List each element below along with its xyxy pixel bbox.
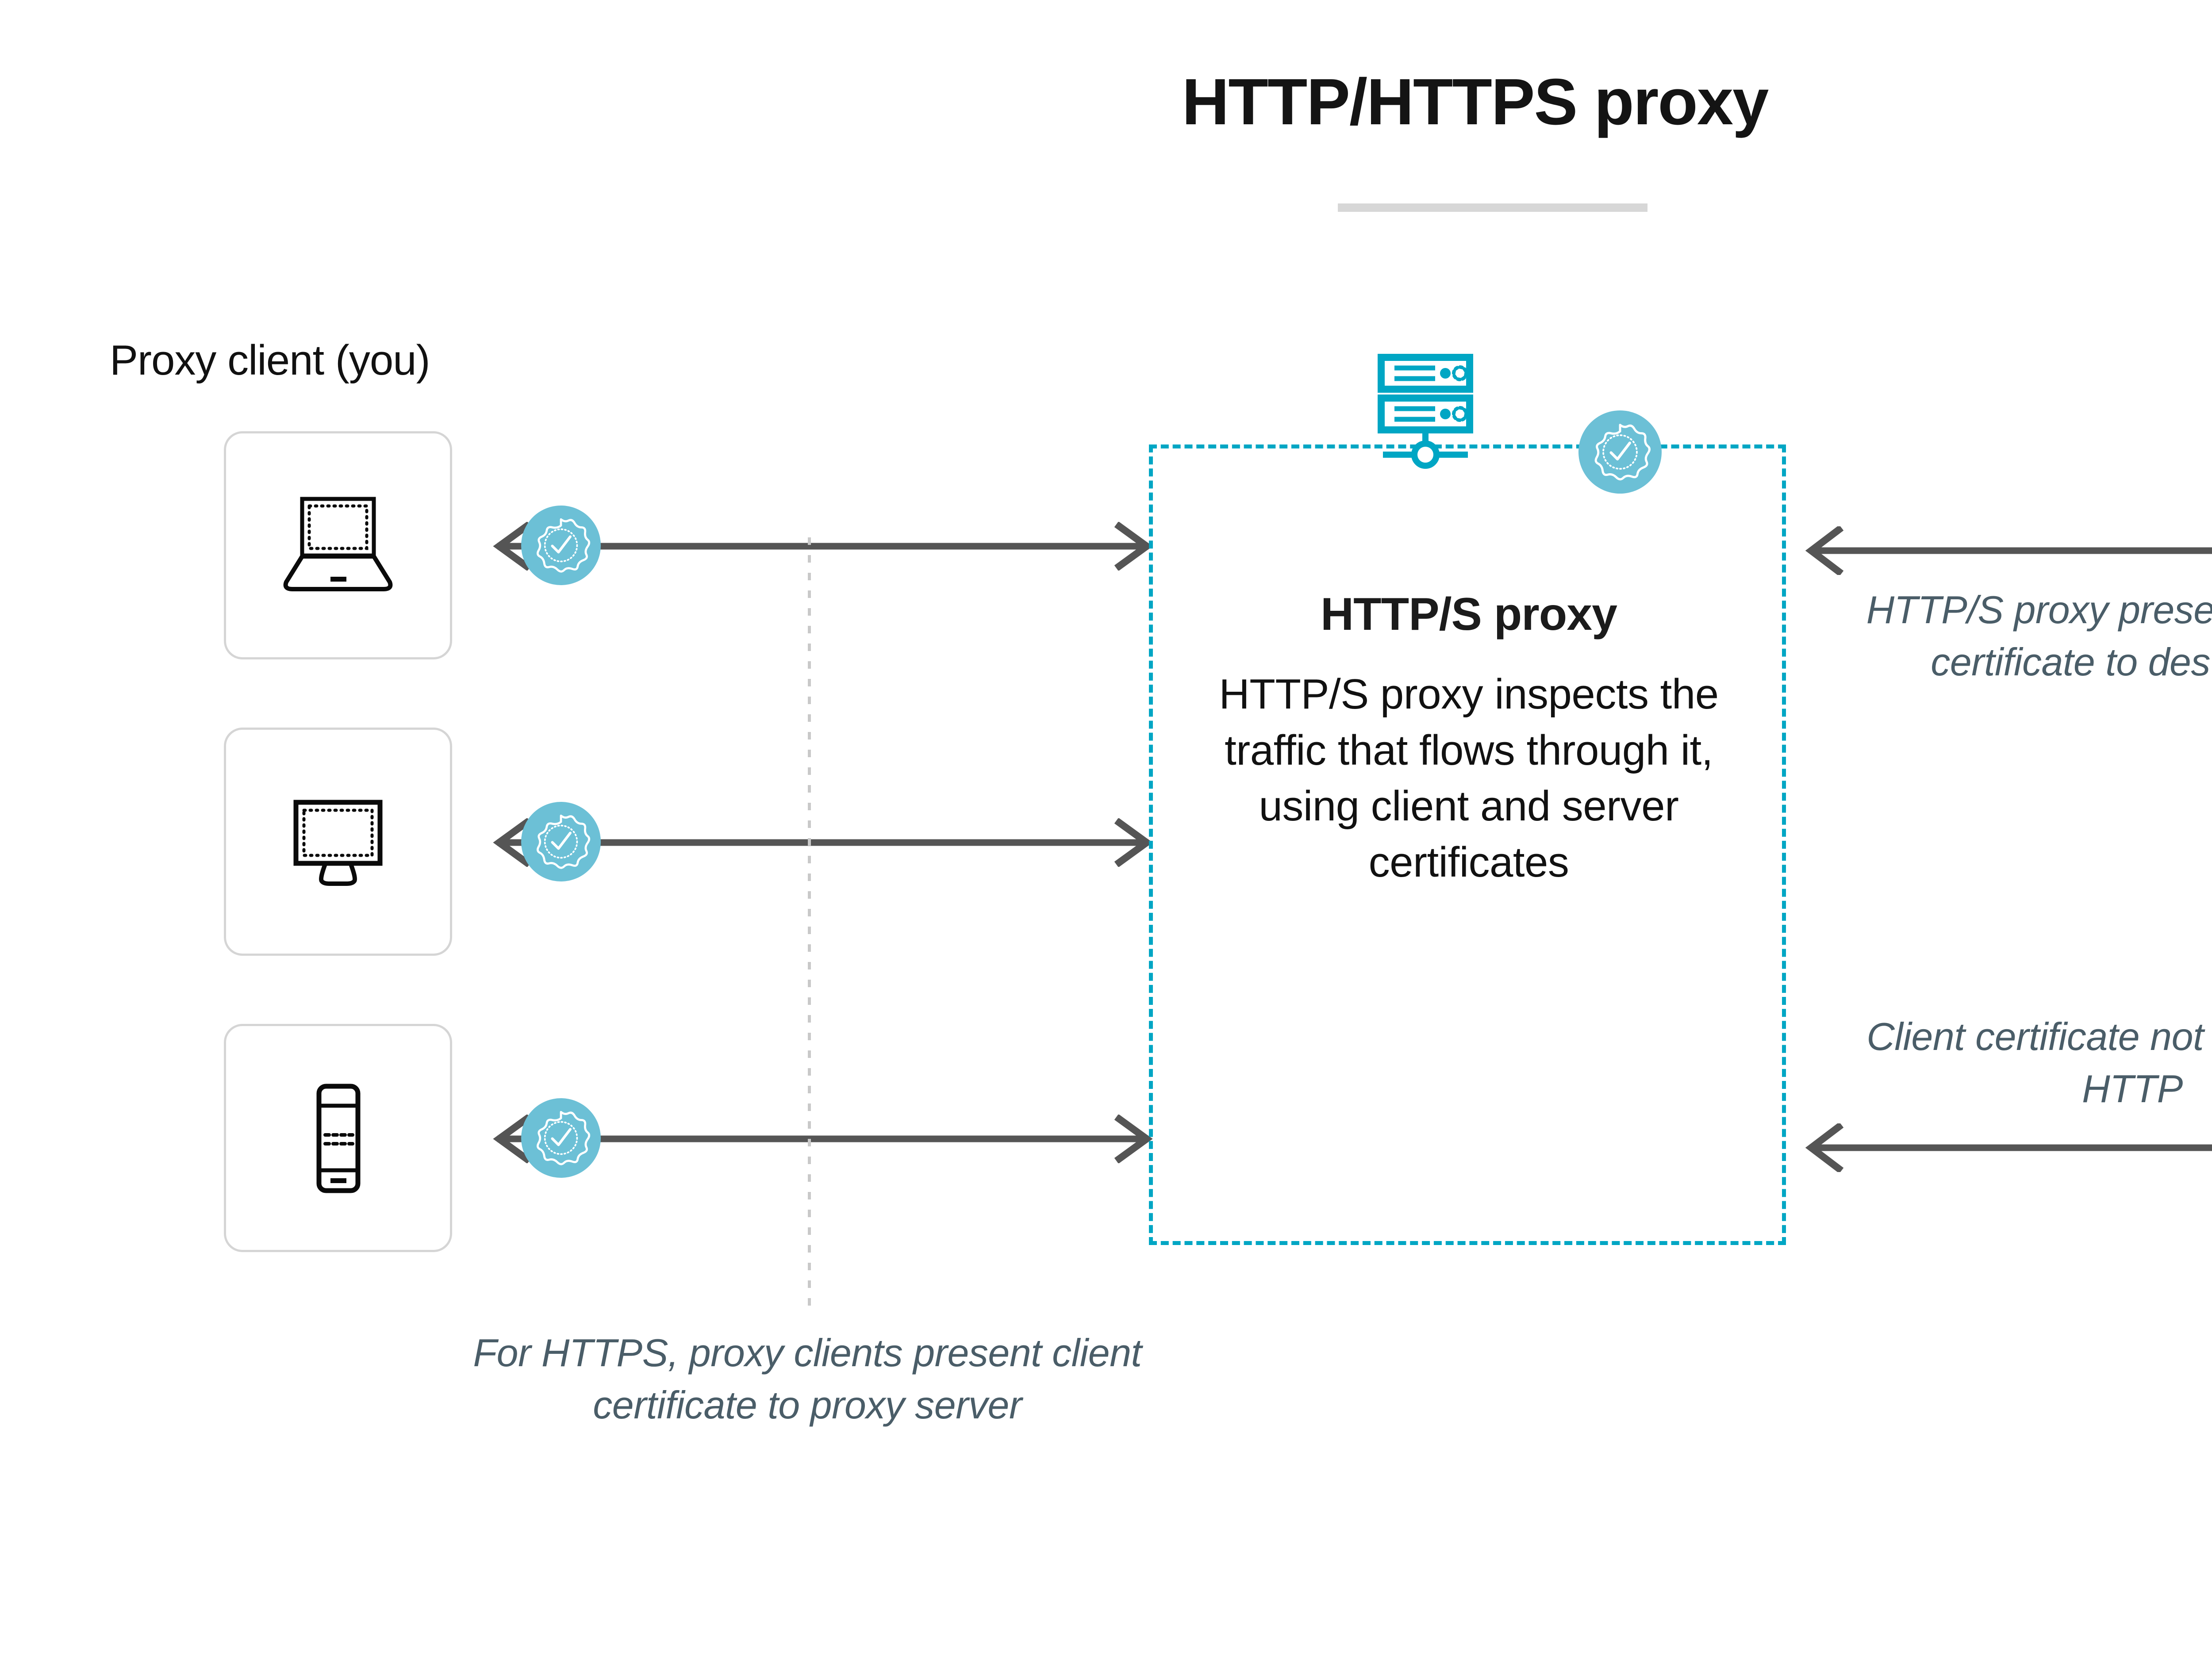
arrow-proxy-to-https-destination bbox=[1805, 526, 2212, 575]
laptop-icon bbox=[274, 494, 402, 596]
certificate-badge-mobile bbox=[521, 1098, 601, 1178]
certificate-badge-icon bbox=[530, 1107, 592, 1169]
certificate-badge-desktop bbox=[521, 802, 601, 881]
arrow-mobile-to-proxy bbox=[493, 1115, 1153, 1163]
proxy-heading: HTTP/S proxy bbox=[1321, 589, 1617, 640]
certificate-badge-icon bbox=[530, 811, 592, 873]
http-s-proxy-box bbox=[1149, 444, 1786, 1245]
client-device-card-mobile[interactable] bbox=[224, 1024, 452, 1252]
server-rack-icon bbox=[1373, 354, 1484, 478]
proxy-client-label: Proxy client (you) bbox=[110, 337, 430, 384]
client-device-card-laptop[interactable] bbox=[224, 431, 452, 659]
annotation-http-path: Client certificate not needed for HTTP bbox=[1866, 1015, 2212, 1111]
desktop-monitor-icon bbox=[274, 791, 402, 893]
proxy-text-block: HTTP/S proxy HTTP/S proxy inspects the t… bbox=[1168, 588, 1770, 891]
proxy-description: HTTP/S proxy inspects the traffic that f… bbox=[1219, 670, 1719, 886]
title-divider bbox=[1338, 203, 1647, 212]
client-certificate-connector-line bbox=[808, 537, 811, 1307]
arrow-laptop-to-proxy bbox=[493, 522, 1153, 571]
client-device-card-desktop[interactable] bbox=[224, 728, 452, 956]
certificate-badge-laptop bbox=[521, 506, 601, 585]
arrow-proxy-to-http-destination bbox=[1805, 1123, 2212, 1172]
mobile-phone-icon bbox=[287, 1074, 389, 1202]
certificate-badge-icon bbox=[1588, 420, 1652, 484]
certificate-badge-icon bbox=[530, 514, 592, 576]
annotation-client-certificate: For HTTPS, proxy clients present client … bbox=[473, 1331, 1142, 1427]
certificate-badge-proxy bbox=[1578, 410, 1662, 494]
arrow-desktop-to-proxy bbox=[493, 818, 1153, 867]
annotation-https-path: HTTP/S proxy presents a client certifica… bbox=[1866, 588, 2212, 684]
page-title: HTTP/HTTPS proxy bbox=[1182, 65, 1769, 138]
